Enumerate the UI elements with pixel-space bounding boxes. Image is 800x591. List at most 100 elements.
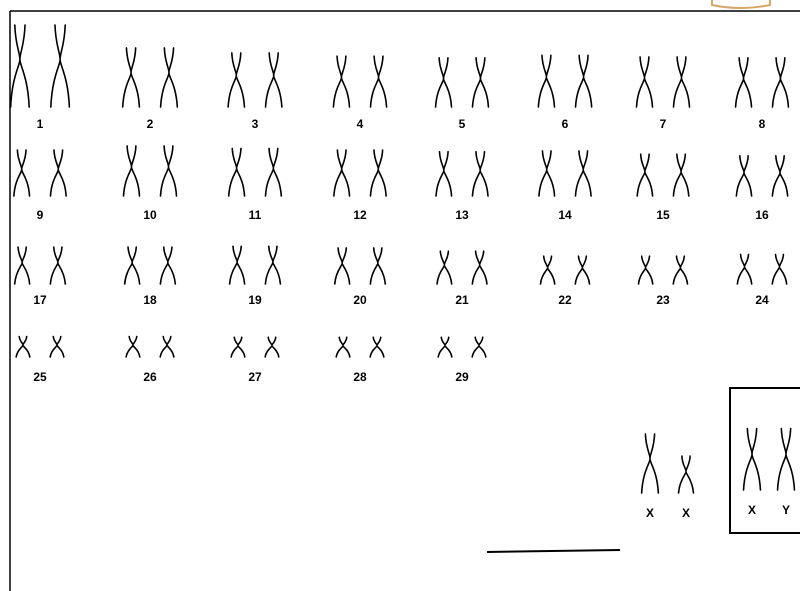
chromosome-label-9: 9 bbox=[37, 208, 44, 222]
chromosome-18-a bbox=[123, 246, 141, 285]
chromosome-4-a bbox=[332, 55, 351, 108]
chromosome-label-17: 17 bbox=[33, 293, 47, 307]
chromosome-label-10: 10 bbox=[143, 208, 157, 222]
chromosome-1-a bbox=[9, 24, 30, 108]
chromosome-label-11: 11 bbox=[249, 208, 262, 222]
chromosome-6-b bbox=[574, 54, 593, 108]
chromosome-label-22: 22 bbox=[558, 293, 572, 307]
chromosome-21-a bbox=[436, 250, 453, 285]
chromosome-15-a bbox=[636, 153, 654, 197]
chromosome-label-26: 26 bbox=[143, 370, 157, 384]
chromosome-12-b bbox=[369, 149, 387, 197]
chromosome-3-b bbox=[264, 52, 283, 108]
chromosome-9-b bbox=[49, 149, 67, 197]
chromosome-label-28: 28 bbox=[353, 370, 367, 384]
chromosome-17-a bbox=[13, 246, 31, 285]
chromosome-label-21: 21 bbox=[455, 293, 469, 307]
chromosome-11-a bbox=[227, 147, 246, 197]
chromosome-label-4: 4 bbox=[357, 117, 364, 131]
chromosome-2-b bbox=[159, 47, 179, 108]
chromosome-28-b bbox=[369, 336, 385, 358]
chromosome-11-b bbox=[264, 147, 283, 197]
chromosome-8-b bbox=[771, 57, 790, 108]
chromosome-16-b bbox=[771, 155, 789, 197]
chromosome-20-a bbox=[333, 247, 351, 285]
chromosome-label-2: 2 bbox=[147, 117, 154, 131]
chromosome-label-12: 12 bbox=[353, 208, 367, 222]
chromosome-13-b bbox=[471, 150, 489, 197]
chromosome-label-20: 20 bbox=[353, 293, 367, 307]
chromosome-26-a bbox=[125, 335, 141, 358]
sex-chromosome-female-2 bbox=[677, 455, 695, 494]
chromosome-6-a bbox=[537, 54, 556, 108]
chromosome-4-b bbox=[369, 55, 388, 108]
chromosome-5-b bbox=[471, 57, 490, 108]
chromosome-27-a bbox=[230, 336, 246, 358]
chromosome-label-6: 6 bbox=[562, 117, 569, 131]
scale-bar bbox=[486, 549, 621, 553]
sex-label-female-2: X bbox=[682, 506, 690, 520]
chromosome-10-a bbox=[122, 145, 141, 197]
sex-chromosome-boxed-2 bbox=[776, 427, 796, 491]
chromosome-label-24: 24 bbox=[755, 293, 769, 307]
chromosome-label-13: 13 bbox=[455, 208, 469, 222]
chromosome-label-8: 8 bbox=[759, 117, 766, 131]
chromosome-27-b bbox=[264, 336, 280, 358]
chromosome-label-29: 29 bbox=[455, 370, 469, 384]
chromosome-23-a bbox=[637, 255, 654, 285]
chromosome-10-b bbox=[159, 145, 178, 197]
chromosome-label-1: 1 bbox=[37, 117, 44, 131]
chromosome-7-a bbox=[635, 56, 654, 108]
chromosome-14-b bbox=[574, 150, 592, 197]
chromosome-25-b bbox=[49, 335, 65, 358]
chromosome-label-5: 5 bbox=[459, 117, 466, 131]
chromosome-label-27: 27 bbox=[248, 370, 262, 384]
chromosome-18-b bbox=[159, 246, 177, 285]
sex-label-boxed-2: Y bbox=[782, 503, 790, 517]
chromosome-label-16: 16 bbox=[755, 208, 769, 222]
sex-chromosome-female-1 bbox=[640, 433, 660, 494]
sex-chromosome-boxed-1 bbox=[742, 427, 762, 491]
chromosome-9-a bbox=[13, 149, 31, 197]
chromosome-29-a bbox=[437, 336, 453, 358]
chromosome-23-b bbox=[672, 255, 689, 285]
chromosome-16-a bbox=[735, 155, 753, 197]
chromosome-24-a bbox=[736, 253, 753, 285]
chromosome-5-a bbox=[434, 57, 453, 108]
chromosome-label-23: 23 bbox=[656, 293, 670, 307]
chromosome-12-a bbox=[333, 149, 351, 197]
chromosome-24-b bbox=[771, 253, 788, 285]
chromosome-25-a bbox=[15, 335, 31, 358]
chromosome-7-b bbox=[672, 56, 691, 108]
chromosome-15-b bbox=[672, 153, 690, 197]
chromosome-22-a bbox=[539, 255, 556, 285]
chromosome-label-3: 3 bbox=[252, 117, 259, 131]
sex-chromosome-box bbox=[729, 387, 800, 534]
chromosome-label-7: 7 bbox=[660, 117, 667, 131]
chromosome-label-18: 18 bbox=[143, 293, 157, 307]
chromosome-label-25: 25 bbox=[33, 370, 47, 384]
chromosome-26-b bbox=[159, 335, 175, 358]
chromosome-1-b bbox=[50, 24, 71, 108]
chromosome-14-a bbox=[538, 150, 556, 197]
chromosome-22-b bbox=[574, 255, 591, 285]
chromosome-17-b bbox=[49, 246, 67, 285]
chromosome-19-b bbox=[264, 245, 282, 285]
chromosome-2-a bbox=[121, 47, 141, 108]
chromosome-label-14: 14 bbox=[558, 208, 572, 222]
sex-label-female-1: X bbox=[646, 506, 654, 520]
chromosome-3-a bbox=[227, 52, 246, 108]
chromosome-8-a bbox=[734, 57, 753, 108]
corner-emblem bbox=[711, 0, 771, 9]
chromosome-19-a bbox=[228, 245, 246, 285]
chromosome-label-15: 15 bbox=[656, 208, 670, 222]
chromosome-13-a bbox=[435, 150, 453, 197]
chromosome-label-19: 19 bbox=[248, 293, 262, 307]
chromosome-21-b bbox=[471, 250, 488, 285]
chromosome-28-a bbox=[335, 336, 351, 358]
sex-label-boxed-1: X bbox=[748, 503, 756, 517]
chromosome-layer bbox=[9, 24, 796, 494]
chromosome-29-b bbox=[471, 336, 487, 358]
